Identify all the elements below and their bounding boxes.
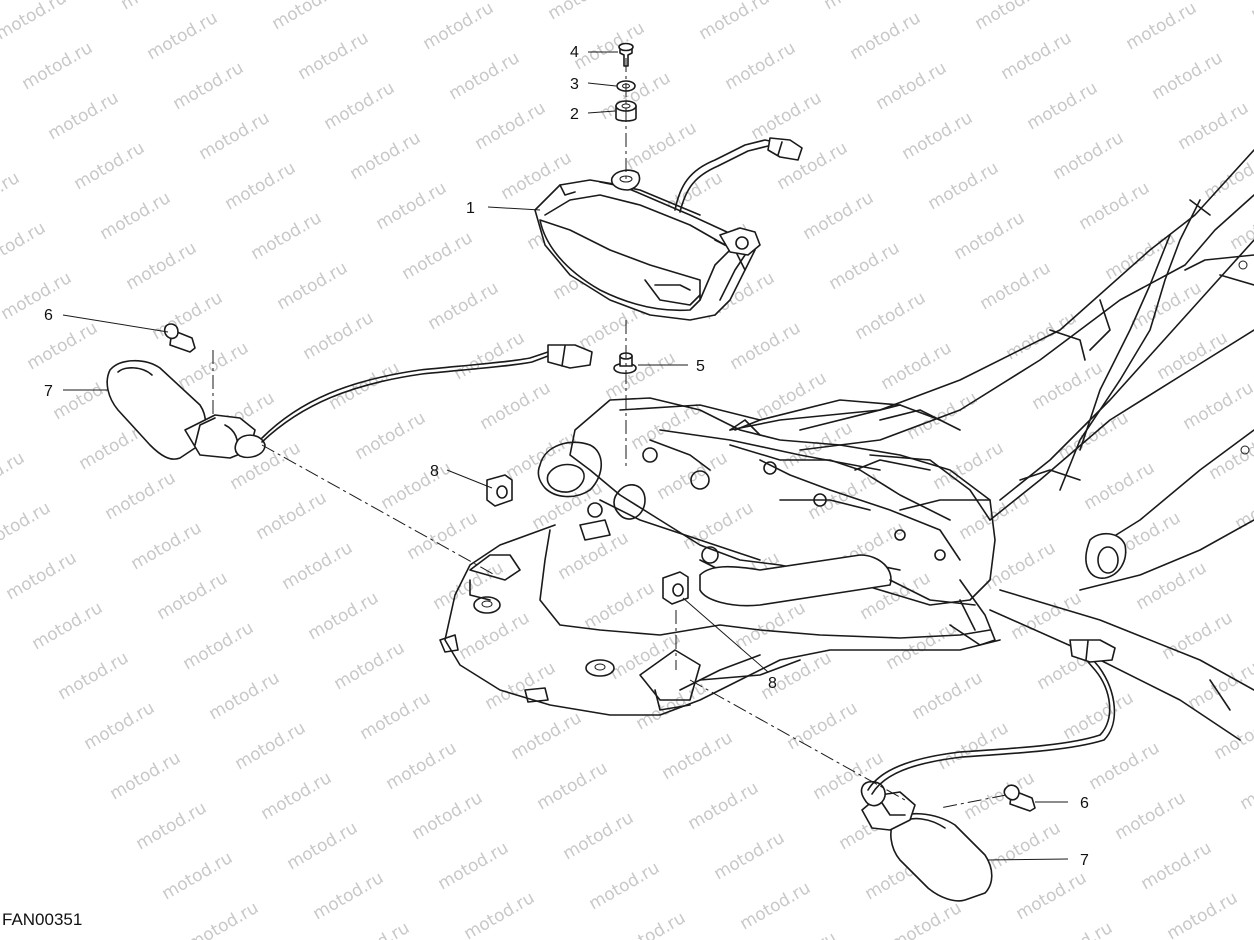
callout-5: 5 [696, 358, 705, 375]
rubber-pads [486, 474, 689, 605]
callout-3: 3 [570, 76, 579, 93]
leader-lines [62, 51, 1069, 861]
drawing-code: FAN00351 [2, 910, 83, 929]
callout-1: 1 [466, 200, 475, 217]
callout-4: 4 [570, 44, 579, 61]
callout-8-upper: 8 [430, 463, 439, 480]
assembly-axes [212, 58, 1007, 809]
callout-7-left: 7 [44, 383, 53, 400]
callout-labels: 4 3 2 1 5 6 7 8 8 6 7 [44, 44, 1089, 869]
callout-2: 2 [570, 106, 579, 123]
callout-8-lower: 8 [768, 675, 777, 692]
right-turn-signal [860, 639, 1116, 902]
under-tray [439, 524, 1001, 716]
callout-6-right: 6 [1080, 795, 1089, 812]
left-turn-signal [106, 323, 593, 460]
watermark-text: motod.ru [1248, 0, 1254, 24]
tail-light-assembly [534, 137, 803, 321]
callout-6-left: 6 [44, 307, 53, 324]
callout-7-right: 7 [1080, 852, 1089, 869]
rear-subframe [729, 149, 1254, 741]
tail-light-bracket [537, 199, 1211, 646]
